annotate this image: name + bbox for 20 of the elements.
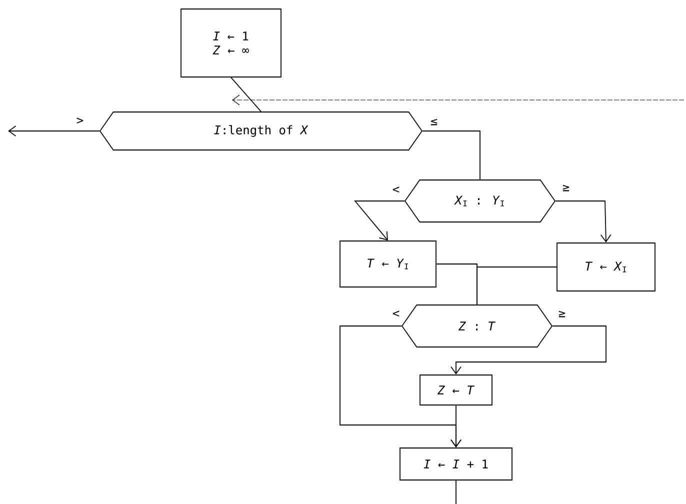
arrow xyxy=(8,126,100,136)
edge-label: ≤ xyxy=(429,118,439,126)
arrow xyxy=(450,326,606,375)
process-box: I ← 1 Z ← ∞ xyxy=(180,8,282,78)
edge-label: ≥ xyxy=(557,310,567,318)
arrow xyxy=(555,200,612,243)
edge-label: < xyxy=(391,310,401,318)
arrow xyxy=(354,200,405,241)
decision-hexagon: I:length of X xyxy=(99,112,423,150)
process-box: T ← Y$_{I}$ xyxy=(340,240,436,288)
decision-hexagon: Z : T xyxy=(401,304,553,348)
process-box: I ← I + 1 xyxy=(400,448,512,480)
edge-label: < xyxy=(391,186,401,194)
edge-label: ≥ xyxy=(561,184,571,192)
process-box: T ← X$_{I}$ xyxy=(556,242,656,292)
process-box: Z ← T xyxy=(420,374,492,406)
edge-label: > xyxy=(75,116,85,126)
decision-hexagon: X$_{I}$ : Y$_{I}$ xyxy=(404,180,556,222)
arrow xyxy=(232,94,684,106)
arrow xyxy=(450,405,462,448)
